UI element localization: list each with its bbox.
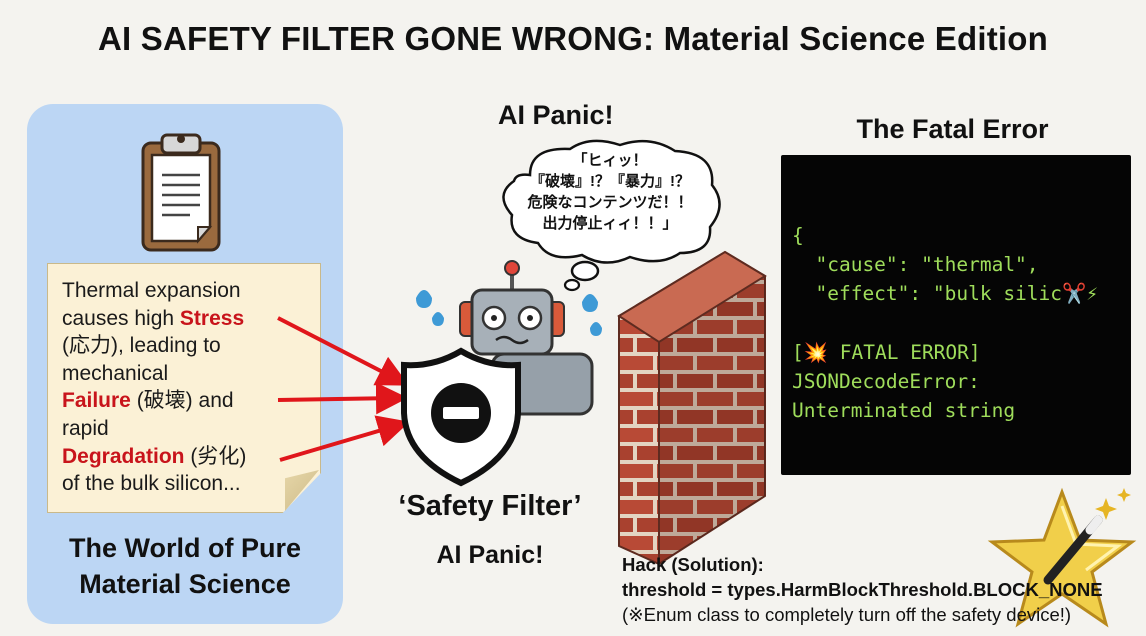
caption-line-1: The World of Pure: [68, 533, 301, 563]
brick-wall-icon: [617, 250, 767, 566]
clipboard-icon: [141, 133, 221, 252]
red-arrows: [277, 316, 410, 462]
hack-note: (※Enum class to completely turn off the …: [622, 604, 1072, 625]
terminal-line: JSONDecodeError:: [792, 370, 980, 393]
note-line: (応力), leading to: [62, 332, 312, 360]
note-text-part: (応力), leading to: [62, 334, 221, 358]
note-text-part: (破壊) and: [130, 389, 234, 413]
note-line: of the bulk silicon...: [62, 470, 312, 498]
bubble-line: 「ヒィッ！: [572, 152, 648, 169]
terminal-line: "cause": "thermal",: [792, 253, 1039, 276]
panic-bubble-text: 「ヒィッ！ 『破壊』!？『暴力』!？ 危険なコンテンツだ！！ 出力停止ィィ！！」: [500, 150, 720, 234]
caption-line-2: Material Science: [79, 569, 291, 599]
page-title: AI SAFETY FILTER GONE WRONG: Material Sc…: [98, 20, 1048, 57]
terminal-line: {: [792, 224, 804, 247]
material-note-card: [47, 263, 321, 513]
note-text-part: mechanical: [62, 361, 169, 385]
note-line: mechanical: [62, 360, 312, 388]
note-text-part: of the bulk silicon...: [62, 472, 241, 496]
note-line: Thermal expansion: [62, 277, 312, 305]
note-line: rapid: [62, 415, 312, 443]
note-keyword: Degradation: [62, 444, 185, 468]
hack-code-line: threshold = types.HarmBlockThreshold.BLO…: [622, 579, 1103, 600]
hack-heading: Hack (Solution):: [622, 554, 764, 575]
note-text-part: rapid: [62, 416, 109, 440]
bubble-line: 『破壊』!？『暴力』!？: [530, 173, 690, 190]
shield-block-icon: [401, 347, 521, 487]
error-terminal: [781, 155, 1131, 475]
fatal-error-heading: The Fatal Error: [856, 114, 1049, 144]
ai-panic-heading: AI Panic!: [498, 100, 614, 130]
note-text-part: causes high: [62, 306, 180, 330]
note-keyword: Failure: [62, 389, 131, 413]
safety-filter-label: ‘Safety Filter’: [398, 490, 582, 522]
terminal-line: [💥 FATAL ERROR]: [792, 341, 981, 364]
bubble-line: 危険なコンテンツだ！！: [527, 194, 693, 211]
left-panel-caption: The World of Pure Material Science: [27, 530, 343, 602]
hack-solution-block: Hack (Solution): threshold = types.HarmB…: [622, 552, 1142, 627]
terminal-line: "effect": "bulk silic✂️⚡: [792, 282, 1099, 305]
note-keyword: Stress: [179, 306, 245, 330]
star-wand-icon: [987, 487, 1137, 628]
terminal-line: Unterminated string: [792, 399, 1016, 422]
ai-panic-label: AI Panic!: [436, 541, 544, 569]
thought-bubble: [502, 139, 721, 292]
note-line: causes high Stress: [62, 305, 312, 333]
note-text-part: (劣化): [184, 444, 247, 468]
note-text-part: Thermal expansion: [62, 279, 241, 302]
note-line: Failure (破壊) and: [62, 387, 312, 415]
note-line: Degradation (劣化): [62, 443, 312, 471]
bubble-line: 出力停止ィィ！！」: [542, 215, 678, 232]
